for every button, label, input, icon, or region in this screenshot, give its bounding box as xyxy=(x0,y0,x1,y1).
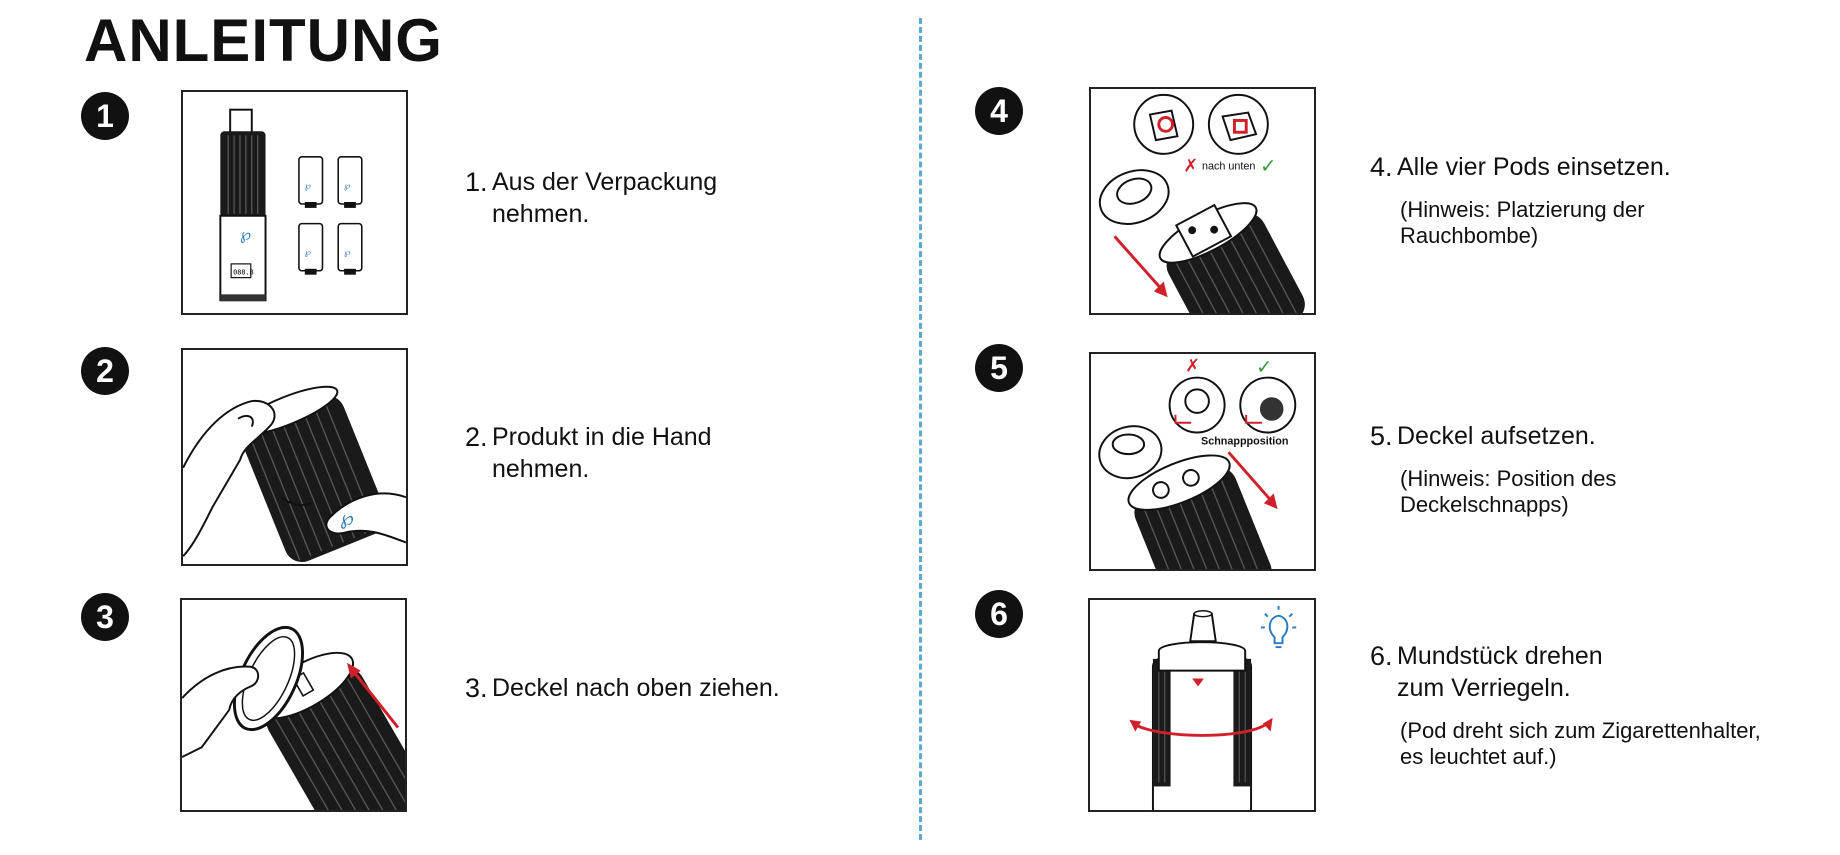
svg-text:℘: ℘ xyxy=(340,507,354,530)
step-badge-6: 6 xyxy=(975,590,1023,638)
step-number: 1. xyxy=(465,167,488,197)
attach-lid-image: ✗ ✓ Schnappposition xyxy=(1098,356,1297,569)
device-and-pods-image: ℘ 088.8 ℘ ℘ ℘ ℘ xyxy=(219,108,363,302)
step-text: Mundstück drehen zum Verriegeln. xyxy=(1397,642,1603,702)
lightbulb-icon xyxy=(1260,605,1297,649)
step-4-instruction: 4.Alle vier Pods einsetzen. (Hinweis: Pl… xyxy=(1370,151,1671,249)
step-text: Aus der Verpackung nehmen. xyxy=(492,168,718,228)
step-number: 6. xyxy=(1370,641,1393,671)
step-5-illustration: ✗ ✓ Schnappposition xyxy=(1089,352,1316,571)
pull-lid-up-image xyxy=(182,625,405,810)
svg-text:℘: ℘ xyxy=(344,181,350,191)
hand-holding-device-image: ℘ xyxy=(183,385,406,563)
step-3-illustration xyxy=(180,598,407,812)
step-4-caption: nach unten xyxy=(1202,161,1255,173)
step-number: 4. xyxy=(1370,152,1393,182)
step-text: Alle vier Pods einsetzen. xyxy=(1397,153,1671,181)
step-number: 5. xyxy=(1370,421,1393,451)
right-mark: ✓ xyxy=(1256,356,1272,379)
right-mark: ✓ xyxy=(1260,155,1276,178)
step-text: Deckel aufsetzen. xyxy=(1397,422,1596,450)
wrong-mark: ✗ xyxy=(1183,157,1198,177)
step-2-instruction: 2.Produkt in die Hand nehmen. xyxy=(465,421,712,485)
svg-text:℘: ℘ xyxy=(240,224,251,243)
step-badge-2: 2 xyxy=(81,347,129,395)
step-badge-5: 5 xyxy=(975,344,1023,392)
step-6-instruction: 6.Mundstück drehen zum Verriegeln. (Pod … xyxy=(1370,640,1761,770)
svg-text:℘: ℘ xyxy=(344,248,350,258)
step-3-instruction: 3.Deckel nach oben ziehen. xyxy=(465,672,780,704)
step-number: 2. xyxy=(465,422,488,452)
step-6-illustration xyxy=(1088,598,1316,812)
step-text: Produkt in die Hand nehmen. xyxy=(492,423,712,483)
step-number: 3. xyxy=(465,673,488,703)
step-badge-1: 1 xyxy=(81,92,129,140)
step-5-caption: Schnappposition xyxy=(1201,435,1288,447)
step-1-illustration: ℘ 088.8 ℘ ℘ ℘ ℘ xyxy=(181,90,408,315)
step-note: (Hinweis: Platzierung der Rauchbombe) xyxy=(1400,197,1645,248)
device-display-text: 088.8 xyxy=(233,269,254,277)
step-5-instruction: 5.Deckel aufsetzen. (Hinweis: Position d… xyxy=(1370,420,1616,518)
svg-text:℘: ℘ xyxy=(305,248,311,258)
insert-pods-image: ✗ nach unten ✓ xyxy=(1098,93,1305,313)
svg-text:℘: ℘ xyxy=(305,181,311,191)
step-text: Deckel nach oben ziehen. xyxy=(492,674,780,702)
step-note: (Pod dreht sich zum Zigarettenhalter, es… xyxy=(1400,718,1761,769)
step-badge-3: 3 xyxy=(81,593,129,641)
page-title: ANLEITUNG xyxy=(84,7,443,74)
wrong-mark: ✗ xyxy=(1185,357,1200,377)
column-divider xyxy=(919,18,922,840)
step-2-illustration: ℘ xyxy=(181,348,408,566)
twist-mouthpiece-image xyxy=(1129,605,1297,810)
step-badge-4: 4 xyxy=(975,87,1023,135)
step-1-instruction: 1.Aus der Verpackung nehmen. xyxy=(465,166,717,230)
step-4-illustration: ✗ nach unten ✓ xyxy=(1089,87,1316,315)
step-note: (Hinweis: Position des Deckelschnapps) xyxy=(1400,466,1617,517)
